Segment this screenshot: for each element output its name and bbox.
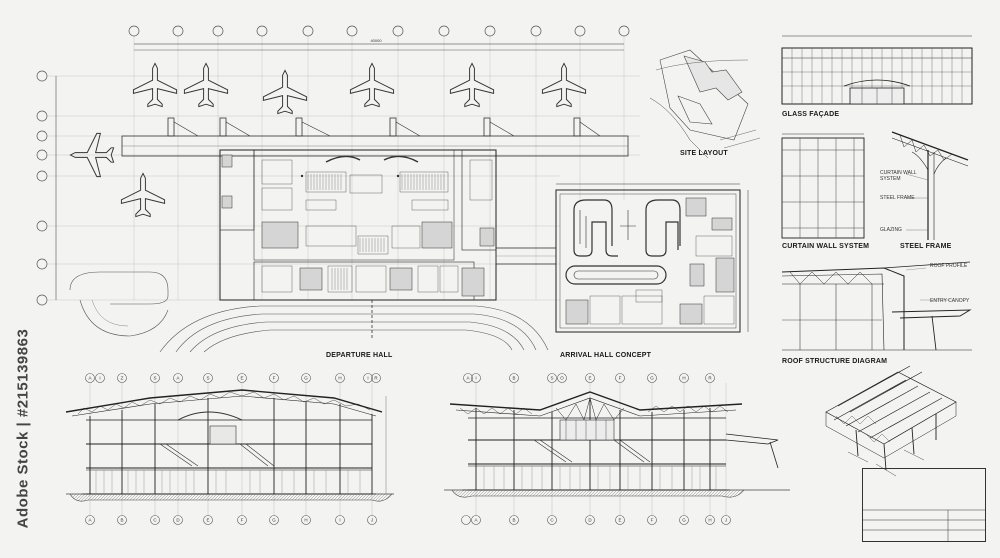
- steel-frame-detail: [891, 131, 969, 240]
- departure-hall-plan: 40000: [36, 25, 640, 353]
- glass-facade-label: GLASS FAÇADE: [782, 111, 840, 118]
- svg-text:B: B: [120, 518, 123, 523]
- svg-text:I: I: [367, 376, 368, 381]
- svg-text:A: A: [176, 376, 179, 381]
- svg-text:G: G: [650, 376, 654, 381]
- svg-text:H: H: [682, 376, 685, 381]
- svg-text:I: I: [475, 376, 476, 381]
- section-right-top-bubbles: [463, 373, 715, 383]
- svg-text:R: R: [374, 376, 378, 381]
- site-layout-plan: [649, 49, 761, 159]
- section-left-top-bubbles: [85, 373, 381, 383]
- svg-text:O: O: [560, 376, 564, 381]
- svg-text:J: J: [371, 518, 373, 523]
- svg-text:G: G: [682, 518, 686, 523]
- grid-bubbles-left: [36, 70, 48, 306]
- curtain-wall-system-detail: [781, 133, 865, 239]
- svg-text:F: F: [241, 518, 244, 523]
- svg-text:E: E: [240, 376, 243, 381]
- section-right: A I B S O E F G H R: [444, 373, 790, 525]
- svg-text:A: A: [88, 518, 91, 523]
- watermark-text: Adobe Stock | #215139863: [14, 328, 32, 529]
- section-left-bottom-bubbles: [85, 515, 377, 525]
- roof-profile-note: ROOF PROFILE: [930, 263, 968, 269]
- svg-text:E: E: [206, 518, 209, 523]
- svg-text:D: D: [588, 518, 592, 523]
- svg-text:R: R: [708, 376, 712, 381]
- axonometric-roof-truss: [825, 365, 957, 477]
- svg-text:E: E: [618, 518, 621, 523]
- svg-text:G: G: [304, 376, 308, 381]
- svg-text:A: A: [466, 376, 469, 381]
- svg-text:B: B: [512, 518, 515, 523]
- svg-text:I: I: [99, 376, 100, 381]
- roof-structure-detail: [781, 261, 972, 351]
- svg-text:A: A: [474, 518, 477, 523]
- svg-text:F: F: [619, 376, 622, 381]
- steel-frame-note: STEEL FRAME: [880, 195, 915, 201]
- svg-text:J: J: [725, 518, 727, 523]
- svg-text:Z: Z: [121, 376, 124, 381]
- svg-text:S: S: [550, 376, 553, 381]
- svg-text:G: G: [272, 518, 276, 523]
- svg-text:H: H: [304, 518, 307, 523]
- aircraft-group: [69, 62, 587, 218]
- svg-text:S: S: [153, 376, 156, 381]
- roof-structure-label: ROOF STRUCTURE DIAGRAM: [782, 358, 888, 365]
- svg-text:I: I: [339, 518, 340, 523]
- curtain-wall-note: CURTAIN WALL SYSTEM: [880, 170, 917, 182]
- svg-text:F: F: [273, 376, 276, 381]
- svg-text:B: B: [512, 376, 515, 381]
- svg-text:E: E: [588, 376, 591, 381]
- svg-text:S: S: [206, 376, 209, 381]
- section-left: A I Z S A S E F G H I R: [65, 373, 394, 525]
- section-right-bottom-bubbles: [461, 515, 731, 525]
- arrival-hall-label: ARRIVAL HALL CONCEPT: [560, 352, 652, 359]
- svg-text:C: C: [550, 518, 554, 523]
- svg-text:C: C: [153, 518, 157, 523]
- svg-text:H: H: [338, 376, 341, 381]
- site-layout-label: SITE LAYOUT: [680, 150, 728, 157]
- dimension-text: 40000: [370, 38, 382, 43]
- departure-hall-label: DEPARTURE HALL: [326, 352, 393, 359]
- glazing-note: GLAZING: [880, 227, 902, 233]
- steel-frame-label: STEEL FRAME: [900, 243, 952, 250]
- svg-text:F: F: [651, 518, 654, 523]
- title-block: [862, 468, 986, 542]
- entry-canopy-note: ENTRY CANOPY: [930, 298, 970, 304]
- grid-bubbles-top: [128, 25, 630, 37]
- curtain-wall-label: CURTAIN WALL SYSTEM: [782, 243, 870, 250]
- glass-facade-elevation: [781, 35, 973, 105]
- svg-text:D: D: [176, 518, 180, 523]
- svg-text:H: H: [708, 518, 711, 523]
- svg-text:A: A: [88, 376, 91, 381]
- arrival-hall-plan: [555, 183, 749, 333]
- title-block-lines: [862, 509, 986, 542]
- watermark: Adobe Stock | #215139863: [8, 310, 38, 550]
